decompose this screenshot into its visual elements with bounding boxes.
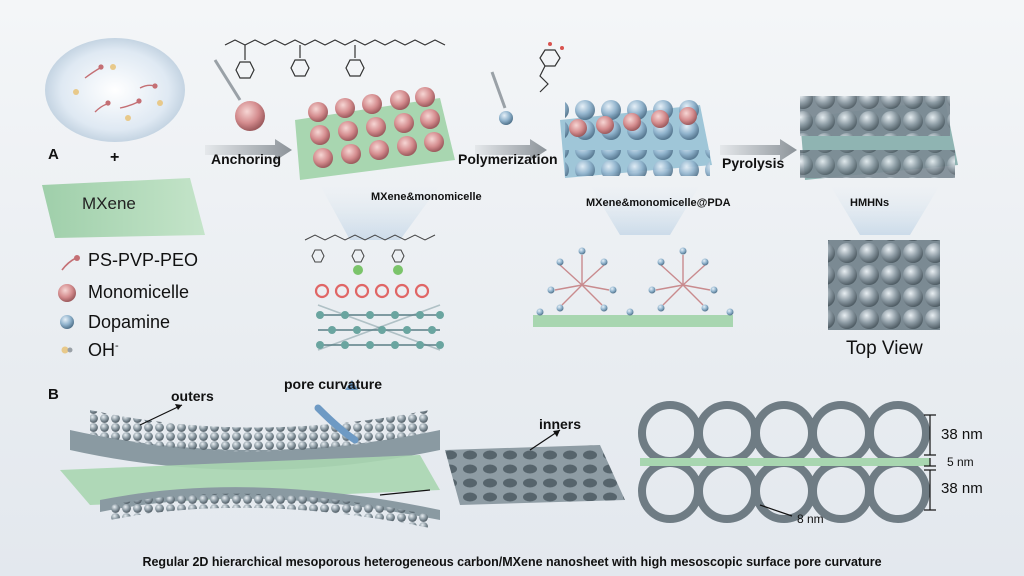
dim-bottom-label: 38 nm (941, 480, 983, 497)
hydroxide-text: OH (88, 340, 115, 360)
hmhn-sheet (800, 96, 958, 235)
mxene-surface-chemistry (304, 234, 444, 351)
dim-wall-label: 8 nm (797, 512, 824, 526)
pyrolysis-label: Pyrolysis (722, 155, 785, 171)
anchoring-arrow (205, 139, 292, 161)
solution-bubble (45, 38, 185, 142)
panel-label-a: A (48, 146, 59, 163)
mxene-sheet-label: MXene (82, 194, 136, 213)
dim-top-label: 38 nm (941, 426, 983, 443)
micelle-cross-section (533, 247, 734, 327)
legend-icons (58, 255, 80, 354)
inners-sheet (445, 429, 625, 505)
anchoring-label: Anchoring (211, 151, 281, 167)
cross-section-mxene (640, 458, 930, 466)
panel-label-b: B (48, 386, 59, 403)
pda-stage-label: MXene&monomicelle@PDA (586, 197, 731, 209)
hydroxide-icon (61, 346, 73, 354)
dimension-lines (759, 414, 936, 517)
micelle-anchor (235, 101, 265, 131)
pore-curvature-label: pore curvature (284, 376, 383, 392)
polymer-structure-top (224, 39, 446, 79)
pyrolysis-arrow (720, 139, 797, 161)
inners-label: inners (539, 416, 582, 432)
legend-label-polymer: PS-PVP-PEO (88, 250, 199, 270)
dopamine-molecule (539, 42, 564, 93)
legend-label-hydroxide: OH- (88, 340, 119, 361)
dim-middle-label: 5 nm (947, 455, 974, 469)
legend-label-dopamine: Dopamine (88, 312, 171, 332)
hydroxide-charge: - (115, 340, 119, 352)
monomicelle-sheet (295, 87, 455, 240)
top-view-tile (828, 240, 940, 330)
polymerization-label: Polymerization (458, 151, 558, 167)
polymerization-arrow (475, 139, 547, 161)
pda-coated-sheet (560, 100, 712, 235)
mxene-sheet (42, 178, 205, 238)
legend-label-monomicelle: Monomicelle (88, 282, 190, 302)
dopamine-sphere-icon (60, 315, 74, 329)
figure-caption: Regular 2D hierarchical mesoporous heter… (142, 555, 882, 569)
monomicelle-icon (58, 284, 76, 302)
plus-sign: + (110, 149, 120, 166)
monomicelle-stage-label: MXene&monomicelle (371, 191, 482, 203)
hmhn-stage-label: HMHNs (850, 197, 890, 209)
panel-b-curved-sheets (60, 380, 440, 528)
dopamine-sphere (499, 111, 513, 125)
top-view-label: Top View (846, 338, 923, 359)
polymer-chain-icon (61, 255, 80, 271)
outers-label: outers (171, 388, 214, 404)
